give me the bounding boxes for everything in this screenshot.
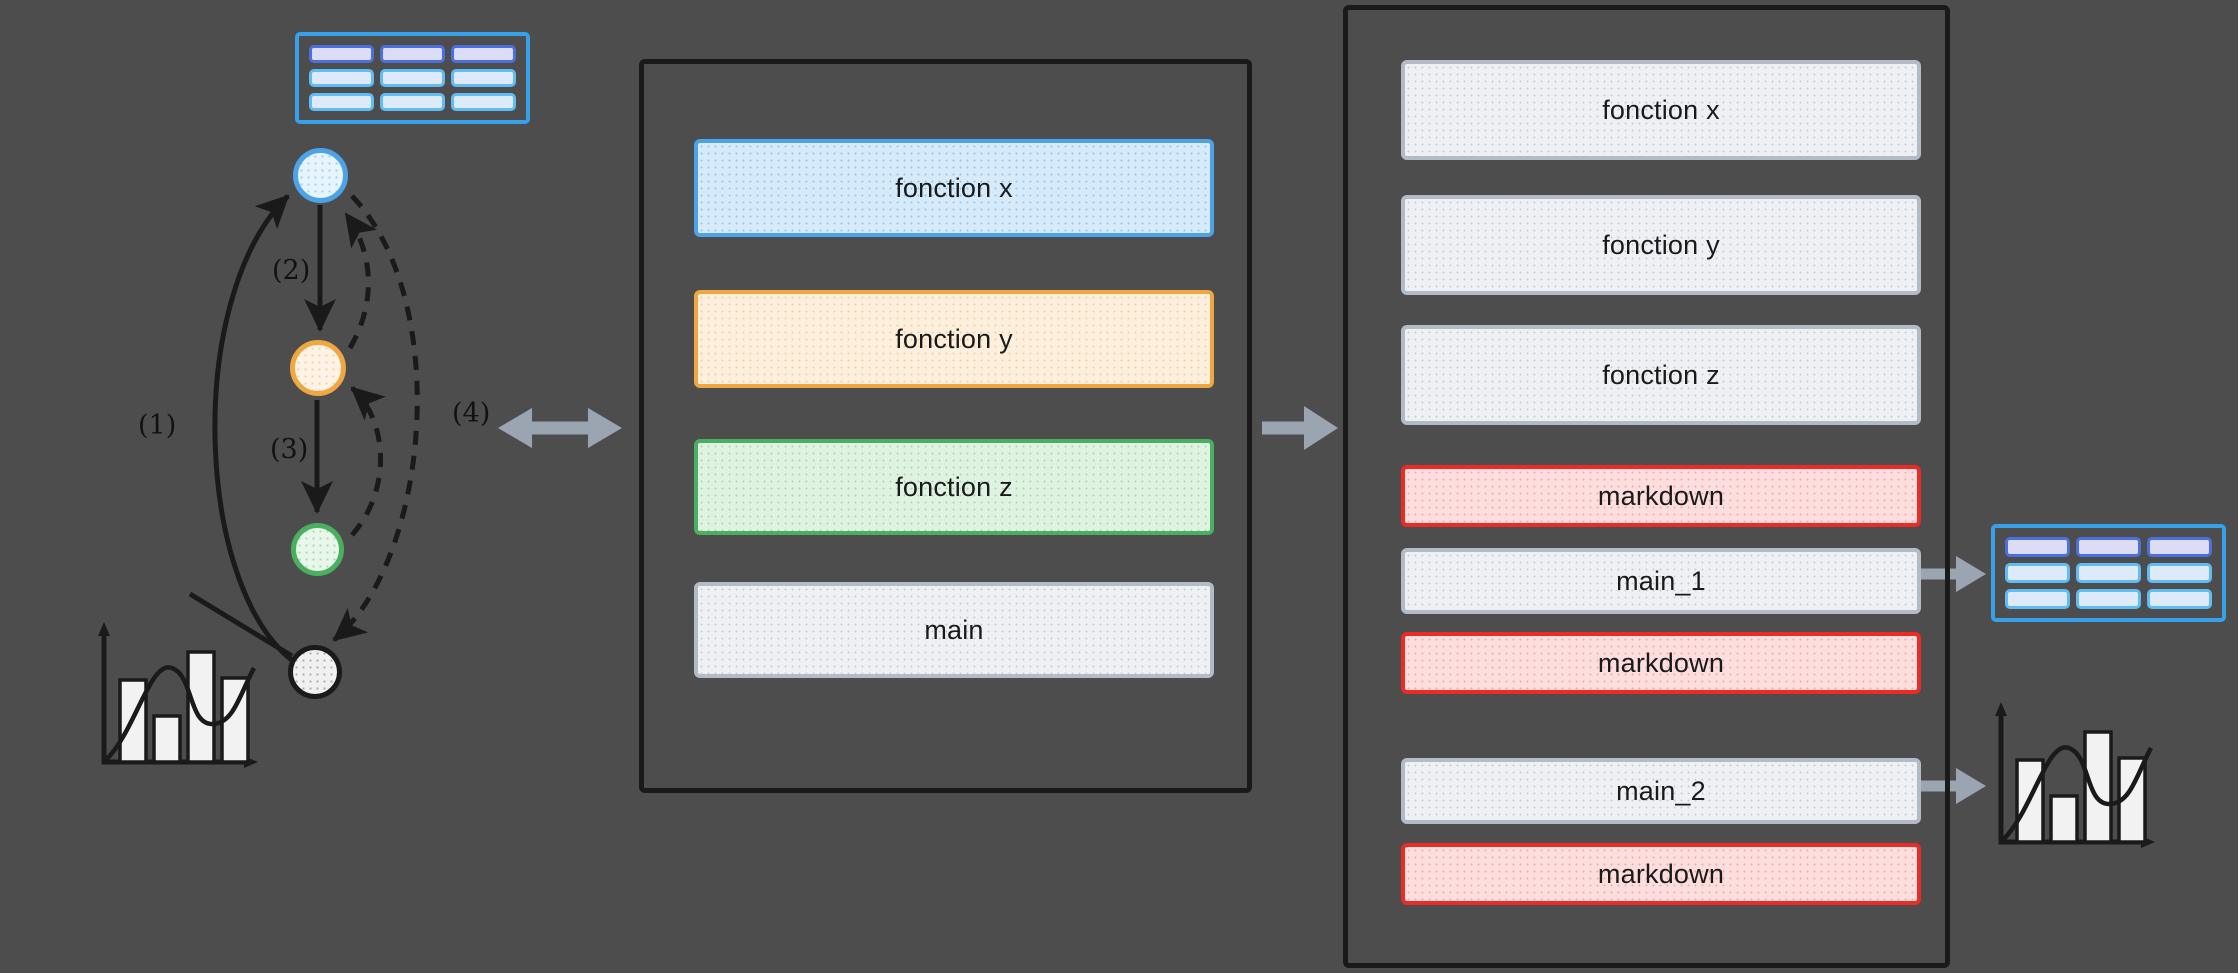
node-blue[interactable]	[293, 148, 348, 203]
module-cell-main[interactable]: main	[694, 582, 1214, 678]
table-body-cell	[380, 93, 445, 111]
module-cell-fonction-y[interactable]: fonction y	[694, 290, 1214, 388]
node-orange[interactable]	[290, 340, 346, 396]
table-body-cell	[2147, 589, 2212, 609]
notebook-cell-markdown-3[interactable]: markdown	[1401, 843, 1921, 905]
table-body-cell	[380, 69, 445, 87]
table-icon[interactable]	[1991, 524, 2226, 622]
table-body-cell	[309, 69, 374, 87]
notebook-cell-markdown-1[interactable]: markdown	[1401, 465, 1921, 527]
table-header-cell	[2005, 537, 2070, 557]
arrow-module-to-notebook-icon	[1262, 406, 1338, 450]
node-green[interactable]	[291, 523, 344, 576]
edge-label-1: (1)	[138, 410, 177, 441]
table-body-cell	[2005, 563, 2070, 583]
node-black[interactable]	[288, 645, 342, 699]
table-body-cell	[451, 93, 516, 111]
arrow-bidirectional-icon	[498, 408, 622, 448]
notebook-cell-fonction-y[interactable]: fonction y	[1401, 195, 1921, 295]
edge-return-green-orange	[350, 386, 386, 537]
table-header-cell	[309, 45, 374, 63]
notebook-cell-markdown-2[interactable]: markdown	[1401, 632, 1921, 694]
notebook-cell-fonction-x[interactable]: fonction x	[1401, 60, 1921, 160]
table-body-cell	[2076, 563, 2141, 583]
notebook-cell-main-2[interactable]: main_2	[1401, 758, 1921, 824]
module-cell-fonction-x[interactable]: fonction x	[694, 139, 1214, 237]
table-icon[interactable]	[295, 32, 530, 124]
table-header-cell	[451, 45, 516, 63]
edge-label-4: (4)	[452, 398, 491, 429]
edge-return-orange-blue	[343, 212, 378, 350]
table-body-cell	[2147, 563, 2212, 583]
edge-label-3: (3)	[270, 434, 309, 465]
table-header-cell	[2076, 537, 2141, 557]
table-header-cell	[2147, 537, 2212, 557]
table-body-cell	[2005, 589, 2070, 609]
edge-return-blue-black	[332, 194, 420, 642]
table-body-cell	[451, 69, 516, 87]
notebook-cell-fonction-z[interactable]: fonction z	[1401, 325, 1921, 425]
edge-label-2: (2)	[272, 255, 311, 286]
notebook-cell-main-1[interactable]: main_1	[1401, 548, 1921, 614]
module-cell-fonction-z[interactable]: fonction z	[694, 439, 1214, 535]
notebook-panel: fonction x fonction y fonction z markdow…	[1343, 5, 1950, 968]
bar-chart-icon[interactable]	[1985, 700, 2155, 860]
table-body-cell	[309, 93, 374, 111]
bar-chart-icon[interactable]	[88, 620, 258, 780]
module-panel: fonction x fonction y fonction z main	[639, 59, 1252, 793]
table-header-cell	[380, 45, 445, 63]
table-body-cell	[2076, 589, 2141, 609]
